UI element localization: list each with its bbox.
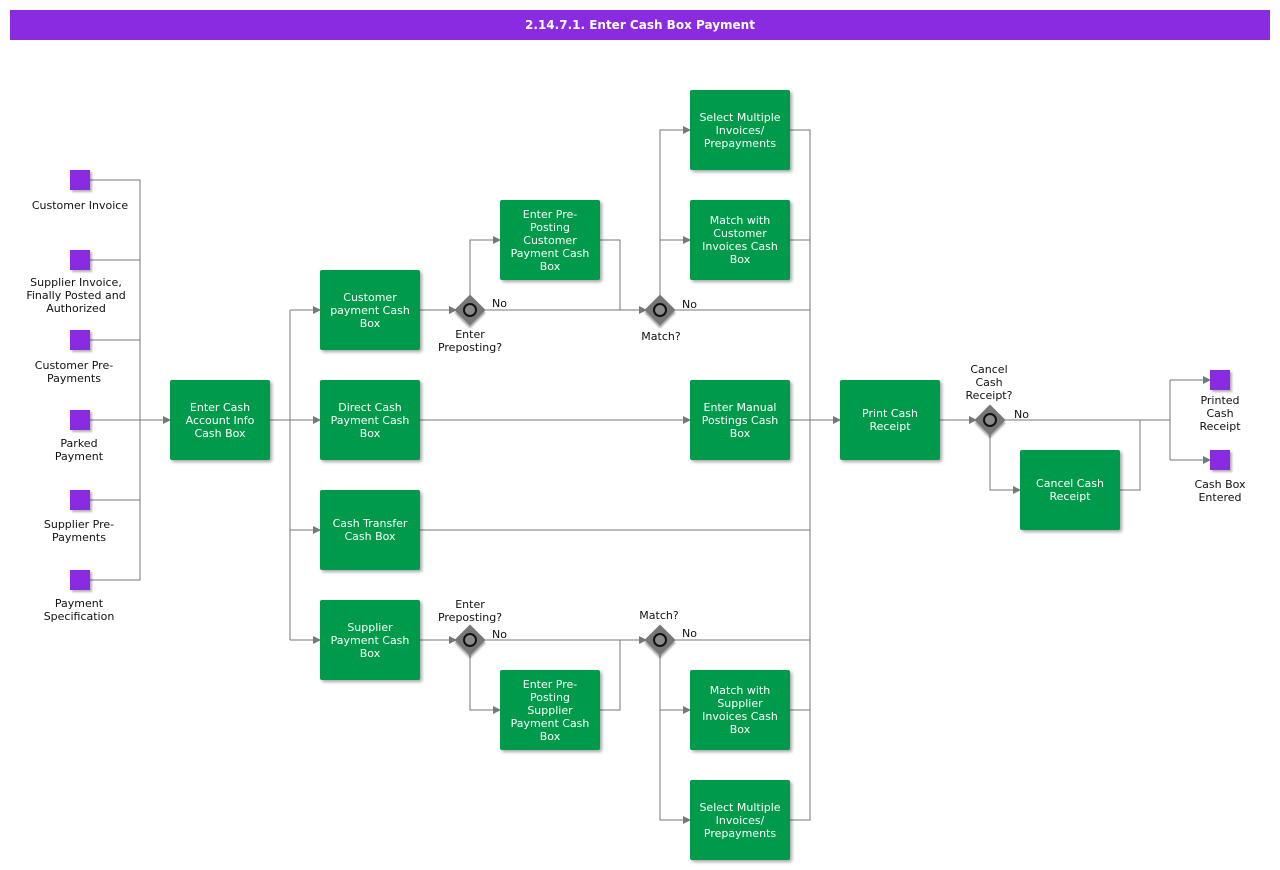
branch-label-no: No — [492, 628, 507, 641]
function-enter-manual-postings[interactable]: Enter Manual Postings Cash Box — [690, 380, 790, 460]
branch-label-no: No — [1014, 408, 1029, 421]
connector — [989, 434, 1021, 494]
branch-label-no: No — [492, 297, 507, 310]
connector — [1120, 420, 1141, 491]
gateway-marker-icon — [463, 303, 477, 317]
function-enter-preposting-supplier[interactable]: Enter Pre-Posting Supplier Payment Cash … — [500, 670, 600, 750]
event-cash-box-entered — [1210, 450, 1230, 470]
function-print-cash-receipt[interactable]: Print Cash Receipt — [840, 380, 940, 460]
connector — [90, 179, 141, 581]
event-payment-specification — [70, 570, 90, 590]
event-label: Payment Specification — [43, 597, 115, 623]
event-label: Supplier Invoice, Finally Posted and Aut… — [26, 276, 126, 315]
function-select-multiple-top[interactable]: Select Multiple Invoices/ Prepayments — [690, 90, 790, 170]
event-customer-invoice — [70, 170, 90, 190]
connector — [469, 236, 501, 296]
gateway-marker-icon — [983, 413, 997, 427]
branch-label-no: No — [682, 627, 697, 640]
connector — [659, 126, 691, 296]
connector — [600, 640, 621, 711]
event-supplier-prepayments — [70, 490, 90, 510]
diagram-title: 2.14.7.1. Enter Cash Box Payment — [10, 10, 1270, 40]
event-label: Customer Invoice — [31, 199, 129, 212]
event-label: Cash Box Entered — [1194, 478, 1246, 504]
gateway-label: Match? — [639, 609, 679, 622]
function-select-multiple-bottom[interactable]: Select Multiple Invoices/ Prepayments — [690, 780, 790, 860]
connector — [659, 654, 691, 824]
gateway-marker-icon — [653, 633, 667, 647]
event-label: Printed Cash Receipt — [1199, 394, 1241, 433]
function-customer-payment-cash-box[interactable]: Customer payment Cash Box — [320, 270, 420, 350]
function-match-customer-invoices[interactable]: Match with Customer Invoices Cash Box — [690, 200, 790, 280]
gateway-label: Enter Preposting? — [437, 598, 503, 624]
event-customer-prepayments — [70, 330, 90, 350]
connector — [469, 654, 501, 714]
gateway-label: Cancel Cash Receipt? — [965, 363, 1013, 402]
event-printed-cash-receipt — [1210, 370, 1230, 390]
function-direct-cash-payment[interactable]: Direct Cash Payment Cash Box — [320, 380, 420, 460]
function-match-supplier-invoices[interactable]: Match with Supplier Invoices Cash Box — [690, 670, 790, 750]
connector — [600, 239, 621, 310]
event-parked-payment — [70, 410, 90, 430]
gateway-label: Match? — [641, 330, 681, 343]
function-supplier-payment-cash-box[interactable]: Supplier Payment Cash Box — [320, 600, 420, 680]
connector — [790, 129, 811, 821]
function-enter-cash-account-info[interactable]: Enter Cash Account Info Cash Box — [170, 380, 270, 460]
gateway-label: Enter Preposting? — [437, 328, 503, 354]
branch-label-no: No — [682, 298, 697, 311]
function-enter-preposting-customer[interactable]: Enter Pre-Posting Customer Payment Cash … — [500, 200, 600, 280]
function-cash-transfer[interactable]: Cash Transfer Cash Box — [320, 490, 420, 570]
gateway-marker-icon — [653, 303, 667, 317]
gateway-marker-icon — [463, 633, 477, 647]
event-label: Customer Pre-Payments — [34, 359, 114, 385]
function-cancel-cash-receipt[interactable]: Cancel Cash Receipt — [1020, 450, 1120, 530]
event-supplier-invoice — [70, 250, 90, 270]
event-label: Parked Payment — [54, 437, 104, 463]
event-label: Supplier Pre-Payments — [43, 518, 115, 544]
